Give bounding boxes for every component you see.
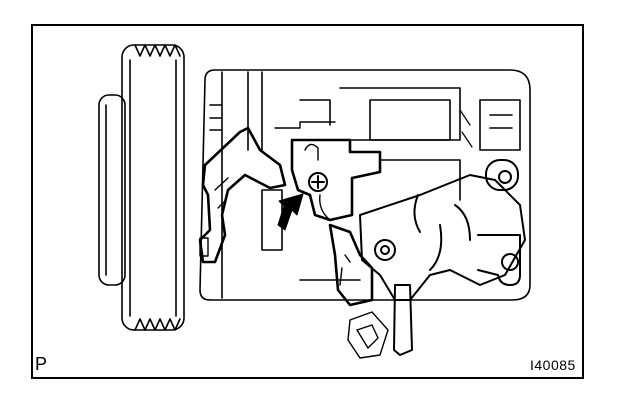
screw (308, 172, 328, 192)
service-fitting (359, 159, 526, 356)
pulley (98, 44, 185, 331)
figure-frame (31, 24, 584, 379)
harness-bracket (198, 126, 382, 307)
compressor-body (199, 69, 531, 301)
harness-details (199, 121, 389, 359)
indicator-arrow (277, 193, 304, 231)
figure-id-label: I40085 (530, 357, 576, 373)
view-letter-label: P (35, 354, 48, 374)
